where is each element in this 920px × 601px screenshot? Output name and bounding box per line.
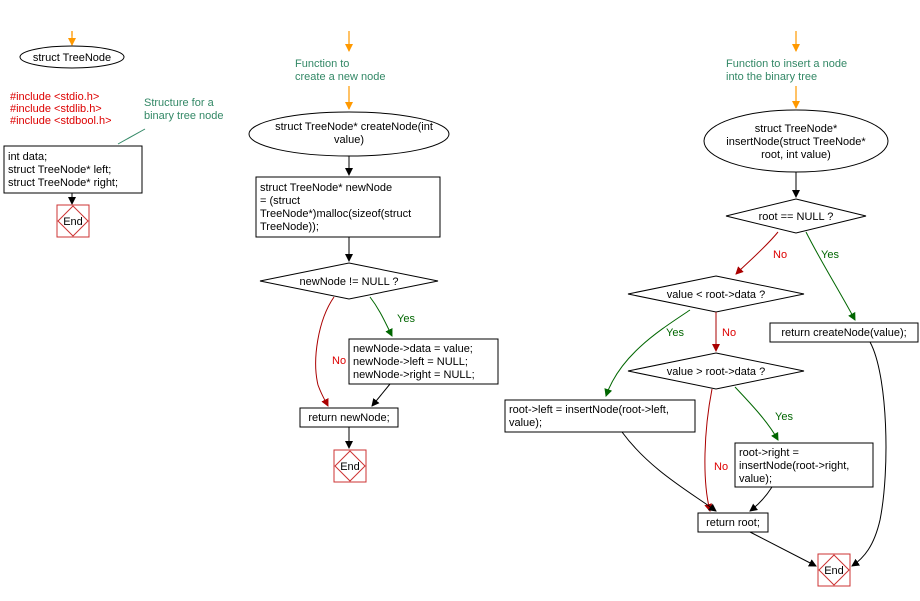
assign-to-return-arrow (371, 383, 391, 407)
comment-structure-line1: Structure for a (144, 97, 215, 109)
root-null-yes-edge (805, 231, 856, 321)
value-greater-yes-edge (734, 386, 779, 441)
value-less-no-label: No (722, 327, 736, 339)
right-end-label: End (824, 565, 844, 577)
root-null-yes-label: Yes (821, 249, 839, 261)
comment-create-line2: create a new node (295, 71, 386, 83)
value-less-yes-edge (604, 309, 691, 397)
newnode-null-decision (259, 262, 439, 300)
value-greater-no-edge (704, 388, 713, 512)
root-null-no-label: No (773, 249, 787, 261)
newnode-yes-label: Yes (397, 313, 415, 325)
struct-treenode-label: struct TreeNode (33, 52, 111, 64)
right-end-box (817, 553, 851, 587)
include-stdbool: #include <stdbool.h> (10, 115, 112, 127)
return-newnode-label: return newNode; (308, 412, 389, 424)
middle-end-diamond (334, 450, 366, 482)
newnode-no-edge (315, 296, 335, 407)
create-node-line2: value) (334, 134, 364, 146)
root-null-decision (725, 198, 867, 234)
malloc-line4: TreeNode)); (260, 221, 319, 233)
value-less-yes-label: Yes (666, 327, 684, 339)
comment-structure-connector (117, 128, 146, 145)
middle-end-box (333, 449, 367, 483)
left-assign-line1: root->left = insertNode(root->left, (509, 404, 669, 416)
left-end-diamond (57, 205, 89, 237)
middle-end-label: End (340, 461, 360, 473)
include-stdlib: #include <stdlib.h> (10, 103, 102, 115)
insert-node-line1: struct TreeNode* (755, 123, 838, 135)
right-assign-line2: insertNode(root->right, (739, 460, 849, 472)
left-assign-box (504, 399, 696, 433)
comment-create-line1: Function to (295, 58, 349, 70)
value-greater-no-label: No (714, 461, 728, 473)
insert-node-line2: insertNode(struct TreeNode* (726, 136, 866, 148)
assign-left: newNode->left = NULL; (353, 356, 468, 368)
return-root-to-end-edge (749, 531, 817, 567)
malloc-line2: = (struct (260, 195, 300, 207)
newnode-null-label: newNode != NULL ? (300, 276, 399, 288)
right-assign-box (734, 442, 874, 488)
insert-node-line3: root, int value) (761, 149, 831, 161)
assign-data: newNode->data = value; (353, 343, 473, 355)
assign-right: newNode->right = NULL; (353, 369, 475, 381)
right-assign-to-return-edge (749, 486, 773, 512)
newnode-yes-edge (369, 296, 393, 337)
malloc-box (255, 176, 441, 238)
return-create-node-label: return createNode(value); (781, 327, 906, 339)
comment-insert-line2: into the binary tree (726, 71, 817, 83)
include-stdio: #include <stdio.h> (10, 91, 99, 103)
value-less-label: value < root->data ? (667, 289, 765, 301)
struct-treenode-terminal (19, 45, 125, 69)
create-node-line1: struct TreeNode* createNode(int (275, 121, 433, 133)
root-null-label: root == NULL ? (759, 211, 834, 223)
struct-fields-box (3, 145, 143, 194)
malloc-line1: struct TreeNode* newNode (260, 182, 392, 194)
comment-insert-line1: Function to insert a node (726, 58, 847, 70)
left-end-label: End (63, 216, 83, 228)
return-create-to-end-edge (851, 341, 887, 567)
left-assign-to-return-edge (621, 431, 717, 512)
value-greater-label: value > root->data ? (667, 366, 765, 378)
return-create-node-box (769, 322, 919, 343)
newnode-no-label: No (332, 355, 346, 367)
malloc-line3: TreeNode*)malloc(sizeof(struct (260, 208, 411, 220)
right-assign-line1: root->right = (739, 447, 799, 459)
assign-fields-box (348, 338, 499, 385)
return-root-box (697, 512, 769, 533)
field-right: struct TreeNode* right; (8, 177, 118, 189)
right-end-diamond (818, 554, 850, 586)
left-assign-line2: value); (509, 417, 542, 429)
field-left: struct TreeNode* left; (8, 164, 111, 176)
value-greater-decision (627, 352, 805, 390)
field-int-data: int data; (8, 151, 47, 163)
return-root-label: return root; (706, 517, 760, 529)
left-end-box (56, 204, 90, 238)
right-assign-line3: value); (739, 473, 772, 485)
comment-structure-line2: binary tree node (144, 110, 224, 122)
root-null-no-edge (735, 231, 779, 275)
value-greater-yes-label: Yes (775, 411, 793, 423)
